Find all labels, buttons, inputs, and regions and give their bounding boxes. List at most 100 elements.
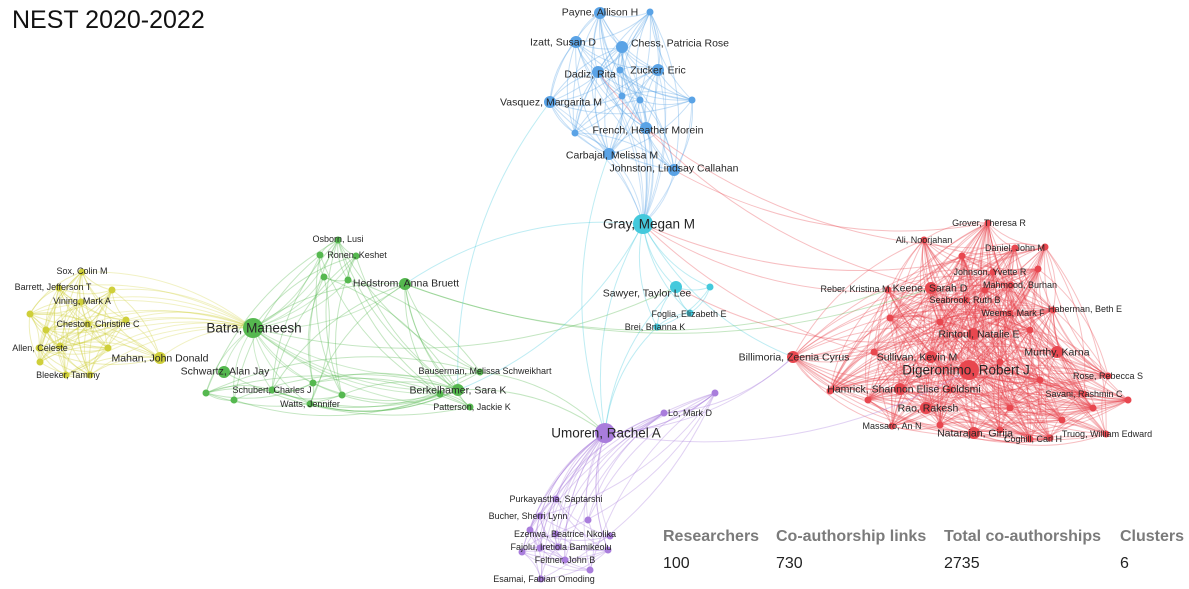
author-node[interactable] (920, 402, 932, 414)
author-node[interactable] (967, 328, 979, 340)
network-node (706, 283, 714, 291)
coauthorship-edge (29, 312, 89, 325)
author-node[interactable] (616, 41, 628, 53)
author-node[interactable] (570, 36, 582, 48)
coauthorship-edge (999, 309, 1054, 363)
author-node[interactable] (668, 164, 680, 176)
author-node[interactable] (1006, 309, 1014, 317)
coauthorship-edge (999, 417, 1063, 431)
author-node[interactable] (334, 236, 342, 244)
author-node[interactable] (554, 543, 562, 551)
author-node[interactable] (352, 252, 360, 260)
author-node[interactable] (1104, 372, 1112, 380)
author-node[interactable] (670, 281, 682, 293)
coauthorship-edge (539, 515, 566, 561)
coauthorship-edge (867, 369, 970, 401)
author-node[interactable] (466, 403, 474, 411)
author-node[interactable] (55, 284, 63, 292)
coauthorship-edge (990, 271, 1031, 440)
author-node[interactable] (1051, 346, 1063, 358)
coauthorship-edge (939, 379, 1041, 426)
coauthorship-edge (974, 222, 1001, 431)
author-node[interactable] (62, 371, 70, 379)
author-node[interactable] (989, 268, 997, 276)
coauthorship-edge (619, 11, 651, 71)
author-node[interactable] (537, 575, 545, 583)
coauthorship-edge (891, 399, 1129, 437)
author-node[interactable] (306, 400, 314, 408)
coauthorship-edge (999, 357, 1109, 377)
network-node (1026, 326, 1034, 334)
author-node[interactable] (552, 530, 560, 538)
coauthorship-edge (574, 11, 651, 134)
coauthorship-edge (999, 329, 1031, 431)
author-node[interactable] (268, 386, 276, 394)
author-node[interactable] (1102, 430, 1110, 438)
author-node[interactable] (984, 219, 992, 227)
author-node[interactable] (77, 298, 85, 306)
author-node[interactable] (959, 360, 979, 380)
author-node[interactable] (552, 495, 560, 503)
author-node[interactable] (603, 148, 615, 160)
coauthorship-edge (1083, 393, 1129, 402)
author-node[interactable] (633, 214, 653, 234)
author-node[interactable] (476, 368, 484, 376)
coauthorship-edge (829, 289, 986, 392)
author-node[interactable] (1049, 306, 1057, 314)
author-node[interactable] (1026, 435, 1034, 443)
coauthorship-edge (961, 255, 1041, 381)
coauthorship-edge (873, 351, 894, 427)
coauthorship-edge (29, 300, 82, 315)
coauthorship-edge (341, 381, 459, 396)
author-node[interactable] (962, 296, 970, 304)
coauthorship-edge (1049, 393, 1085, 439)
author-node[interactable] (35, 344, 43, 352)
author-node[interactable] (888, 422, 896, 430)
author-node[interactable] (925, 351, 937, 363)
author-node[interactable] (660, 409, 668, 417)
author-node[interactable] (968, 427, 980, 439)
author-node[interactable] (154, 352, 166, 364)
author-node[interactable] (653, 323, 661, 331)
author-node[interactable] (686, 309, 694, 317)
author-node[interactable] (452, 384, 464, 396)
author-node[interactable] (925, 282, 937, 294)
author-node[interactable] (640, 122, 652, 134)
author-node[interactable] (399, 278, 411, 290)
author-label: Barrett, Jefferson T (15, 282, 92, 292)
author-node[interactable] (652, 64, 664, 76)
author-node[interactable] (544, 96, 556, 108)
author-node[interactable] (595, 423, 615, 443)
author-node[interactable] (592, 66, 604, 78)
coauthorship-edge (639, 99, 693, 106)
coauthorship-edge (1009, 399, 1129, 416)
author-node[interactable] (884, 286, 892, 294)
author-node[interactable] (1011, 244, 1019, 252)
author-node[interactable] (787, 351, 799, 363)
author-node[interactable] (218, 366, 230, 378)
coauthorship-edge (64, 301, 82, 376)
coauthorship-edge (29, 299, 254, 329)
coauthorship-edge (663, 356, 794, 414)
coauthorship-edge (923, 239, 1031, 440)
coauthorship-edge (930, 356, 1109, 385)
author-node[interactable] (536, 512, 544, 520)
author-node[interactable] (78, 268, 86, 276)
coauthorship-edge (29, 289, 113, 315)
author-node[interactable] (84, 320, 92, 328)
coauthorship-edge (319, 254, 441, 395)
author-node[interactable] (561, 556, 569, 564)
author-node[interactable] (594, 7, 606, 19)
coauthorship-edge (574, 71, 599, 134)
author-node[interactable] (243, 318, 263, 338)
coauthorship-edge (873, 351, 1031, 440)
author-node[interactable] (894, 383, 906, 395)
coauthorship-edge (961, 255, 977, 335)
coauthorship-edge (549, 12, 601, 103)
author-node[interactable] (1080, 390, 1088, 398)
coauthorship-edge (887, 289, 1011, 409)
author-node[interactable] (920, 236, 928, 244)
author-node[interactable] (1007, 281, 1015, 289)
coauthorship-edge (125, 311, 254, 329)
coauthorship-edge (792, 356, 1063, 424)
